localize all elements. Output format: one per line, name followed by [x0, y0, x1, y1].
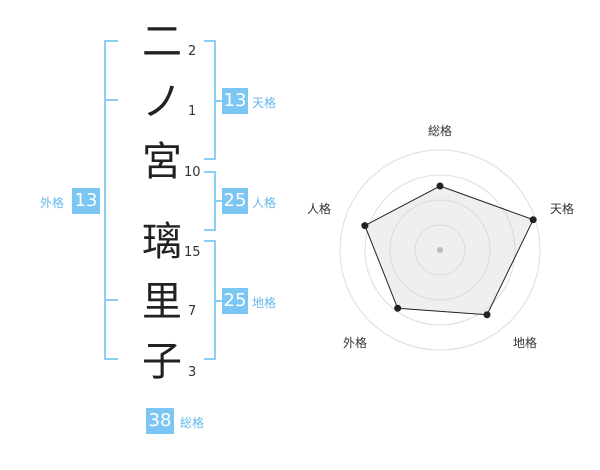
jinkaku-bracket-bottom	[204, 229, 216, 231]
outer-bracket-tick-upper	[104, 99, 118, 101]
radar-axis-label-chikaku: 地格	[512, 336, 537, 350]
radar-axis-label-soukaku: 総格	[427, 124, 452, 138]
radar-ring	[364, 174, 516, 326]
gaikaku-score-badge: 13	[72, 188, 100, 214]
tenkaku-score-badge: 13	[222, 88, 248, 114]
stroke-count-4: 15	[184, 245, 201, 260]
stroke-count-3: 10	[184, 165, 201, 180]
name-char-5: 里	[142, 279, 182, 325]
soukaku-score-badge: 38	[146, 408, 174, 434]
radar-data-point-3	[483, 311, 491, 319]
name-char-2: ノ	[142, 79, 182, 125]
name-char-6: 子	[142, 339, 182, 385]
radar-ring	[414, 224, 466, 276]
stroke-count-6: 3	[188, 365, 197, 380]
radar-axis-label-jinkaku: 人格	[306, 202, 331, 216]
radar-ring	[389, 199, 491, 301]
chikaku-score-badge: 25	[222, 288, 248, 314]
soukaku-label: 総格	[180, 416, 205, 430]
jinkaku-bracket-connector	[214, 200, 222, 202]
tenkaku-bracket-connector	[214, 100, 222, 102]
chikaku-bracket-connector	[214, 300, 222, 302]
name-char-3: 宮	[142, 139, 182, 185]
name-char-1: 二	[142, 19, 182, 65]
chikaku-label: 地格	[252, 296, 277, 310]
gaikaku-label: 外格	[40, 196, 65, 210]
radar-data-point-1	[436, 182, 444, 190]
tenkaku-bracket-bottom	[204, 158, 216, 160]
chikaku-bracket-bottom	[204, 358, 216, 360]
jinkaku-score-badge: 25	[222, 188, 248, 214]
stroke-count-2: 1	[188, 104, 197, 119]
tenkaku-bracket-top	[204, 40, 216, 42]
stroke-count-1: 2	[188, 44, 197, 59]
radar-data-point-5	[361, 222, 369, 230]
radar-data-polygon	[364, 185, 534, 316]
tenkaku-label: 天格	[252, 96, 277, 110]
outer-bracket-tick-lower	[104, 299, 118, 301]
radar-data-point-4	[394, 304, 402, 312]
radar-data-point-2	[529, 216, 537, 224]
outer-bracket-bottom	[104, 358, 118, 360]
radar-axis-label-tenkaku: 天格	[549, 202, 574, 216]
jinkaku-label: 人格	[252, 196, 277, 210]
chikaku-bracket-top	[204, 240, 216, 242]
outer-bracket-top	[104, 40, 118, 42]
stroke-count-5: 7	[188, 304, 197, 319]
name-char-4: 璃	[142, 219, 182, 265]
jinkaku-bracket-top	[204, 171, 216, 173]
outer-bracket-vertical	[104, 40, 106, 360]
radar-center-dot	[437, 247, 443, 253]
radar-axis-label-gaikaku: 外格	[342, 336, 367, 350]
